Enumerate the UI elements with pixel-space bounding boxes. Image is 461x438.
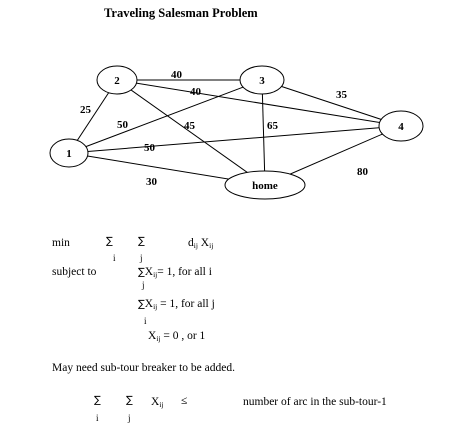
node-1 <box>49 138 89 168</box>
constraint-1: ∑Xij= 1, for all i <box>138 266 212 279</box>
node-label-1: 1 <box>66 148 72 160</box>
distance-symbol: d <box>188 237 194 249</box>
edge-2-home <box>116 79 266 186</box>
constraint-1-index: j <box>142 280 145 290</box>
node-label-3: 3 <box>259 75 265 87</box>
objective-term: dij Xij <box>188 237 214 250</box>
constraint-2-subscript: ij <box>153 302 158 311</box>
objective-sum-j-index: j <box>140 253 143 263</box>
subtour-sum-i-index: i <box>96 413 99 423</box>
subtour-sum-j-symbol: ∑ <box>126 395 133 406</box>
subtour-variable-subscript: ij <box>159 400 164 409</box>
subject-to-label: subject to <box>52 266 97 278</box>
constraint-2-variable: X <box>144 298 154 310</box>
subtour-variable: X <box>151 396 160 408</box>
edge-3-4 <box>261 79 402 127</box>
objective-sum-j-symbol: ∑ <box>138 236 145 247</box>
edge-weight-4-home: 80 <box>357 166 369 178</box>
subtour-sum-i-symbol: ∑ <box>94 395 101 406</box>
constraint-1-sum-symbol: ∑ <box>138 267 145 278</box>
node-label-home: home <box>252 180 278 192</box>
edge-weight-1-2: 25 <box>80 104 92 116</box>
edge-2-4 <box>116 79 402 127</box>
constraint-2: ∑Xij = 1, for all j <box>138 298 215 311</box>
leq-symbol: ≤ <box>181 395 188 407</box>
constraint-1-variable: X <box>144 266 154 278</box>
node-2 <box>96 65 138 95</box>
decision-variable-subscript: ij <box>209 241 214 250</box>
constraint-3: Xij = 0 , or 1 <box>148 330 206 343</box>
edge-weight-1-3: 50 <box>117 119 129 131</box>
subtour-note: May need sub-tour breaker to be added. <box>52 362 235 374</box>
node-3 <box>239 65 285 95</box>
node-home <box>224 170 306 200</box>
decision-variable: X <box>200 237 210 249</box>
edge-weight-2-3: 40 <box>171 69 183 81</box>
edge-1-4 <box>68 125 402 154</box>
node-label-2: 2 <box>114 75 120 87</box>
subtour-sum-j-index: j <box>128 413 131 423</box>
constraint-3-subscript: ij <box>156 334 161 343</box>
edge-weight-1-home: 30 <box>146 176 158 188</box>
objective-sum-i-symbol: ∑ <box>106 236 113 247</box>
edge-weight-3-home: 65 <box>267 120 279 132</box>
constraint-1-rhs: = 1, for all i <box>157 266 212 278</box>
constraint-2-sum-symbol: ∑ <box>138 299 145 310</box>
edge-1-3 <box>68 79 263 154</box>
objective-min-label: min <box>52 237 70 249</box>
subtour-term: Xij <box>151 396 164 409</box>
constraint-2-rhs: = 1, for all j <box>157 298 215 310</box>
edge-weight-2-home: 45 <box>184 120 196 132</box>
edge-weight-1-4: 50 <box>144 142 156 154</box>
edge-3-home <box>261 79 266 186</box>
node-label-4: 4 <box>398 121 404 133</box>
distance-subscript: ij <box>193 241 198 250</box>
constraint-3-variable: X <box>148 330 157 342</box>
objective-sum-i-index: i <box>113 253 116 263</box>
constraint-3-rhs: = 0 , or 1 <box>160 330 206 342</box>
constraint-2-index: i <box>144 316 147 326</box>
edge-weight-3-4: 35 <box>336 89 348 101</box>
edge-weight-2-4: 40 <box>190 86 202 98</box>
constraint-1-subscript: ij <box>153 270 158 279</box>
subtour-rhs: number of arc in the sub-tour-1 <box>243 396 387 408</box>
tsp-graph: 25 40 40 45 50 50 30 35 65 80 1 2 3 4 home <box>49 65 424 200</box>
node-4 <box>378 110 424 142</box>
figure-title: Traveling Salesman Problem <box>104 6 258 20</box>
